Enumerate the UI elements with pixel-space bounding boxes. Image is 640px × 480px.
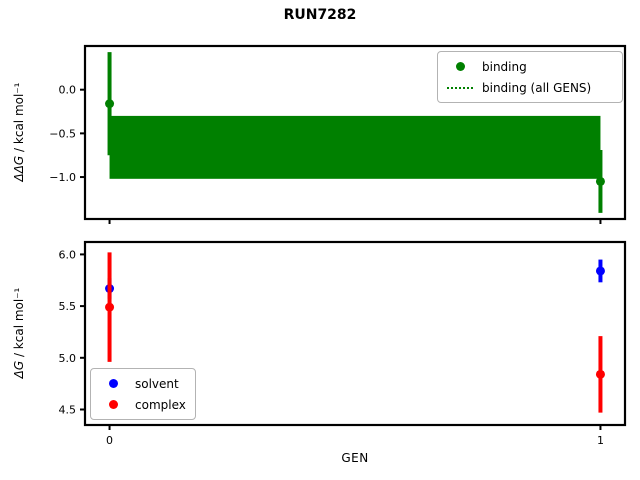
legend-top: binding binding (all GENS) bbox=[437, 51, 623, 103]
x-tick-label: 1 bbox=[597, 434, 604, 447]
binding-dot-icon bbox=[455, 62, 465, 71]
y-axis-label-bottom: ΔG / kcal mol⁻¹ bbox=[12, 233, 28, 433]
binding-marker bbox=[595, 176, 605, 186]
y-axis-label-top: ΔΔG / kcal mol⁻¹ bbox=[12, 32, 28, 232]
legend-entry-solvent: solvent bbox=[98, 373, 186, 394]
y-axis-label-top-math: ΔΔG bbox=[12, 155, 26, 182]
y-tick-label: 5.0 bbox=[59, 352, 77, 365]
y-axis-label-bottom-units: / kcal mol⁻¹ bbox=[12, 287, 26, 361]
y-axis-label-bottom-math: ΔG bbox=[12, 360, 26, 379]
axes-frame bbox=[83, 240, 627, 427]
complex-marker bbox=[595, 369, 605, 379]
y-tick-label: 0.0 bbox=[59, 84, 77, 97]
complex-dot-icon bbox=[108, 400, 118, 409]
figure-title: RUN7282 bbox=[283, 7, 357, 23]
solvent-dot-icon bbox=[108, 379, 118, 388]
legend-entry-binding-all-gens: binding (all GENS) bbox=[445, 77, 613, 98]
y-axis-label-top-units: / kcal mol⁻¹ bbox=[12, 82, 26, 156]
dotted-line-icon bbox=[447, 86, 473, 89]
legend-label-solvent: solvent bbox=[135, 376, 179, 391]
legend-label-binding: binding bbox=[482, 59, 527, 74]
legend-label-complex: complex bbox=[135, 397, 186, 412]
legend-entry-complex: complex bbox=[98, 394, 186, 415]
y-tick-label: 5.5 bbox=[59, 300, 77, 313]
legend-entry-binding: binding bbox=[445, 56, 613, 77]
x-tick-label: 0 bbox=[106, 434, 113, 447]
binding-marker bbox=[105, 99, 115, 109]
y-tick-label: −0.5 bbox=[49, 127, 76, 140]
y-tick-label: 4.5 bbox=[59, 403, 77, 416]
legend-label-binding-all-gens: binding (all GENS) bbox=[482, 80, 592, 95]
complex-marker bbox=[105, 302, 115, 312]
solvent-marker bbox=[595, 266, 605, 276]
y-tick-label: 6.0 bbox=[59, 248, 77, 261]
x-axis-label: GEN bbox=[341, 451, 369, 465]
all-gens-band bbox=[109, 115, 601, 179]
legend-bottom: solvent complex bbox=[90, 368, 196, 420]
y-tick-label: −1.0 bbox=[49, 171, 76, 184]
